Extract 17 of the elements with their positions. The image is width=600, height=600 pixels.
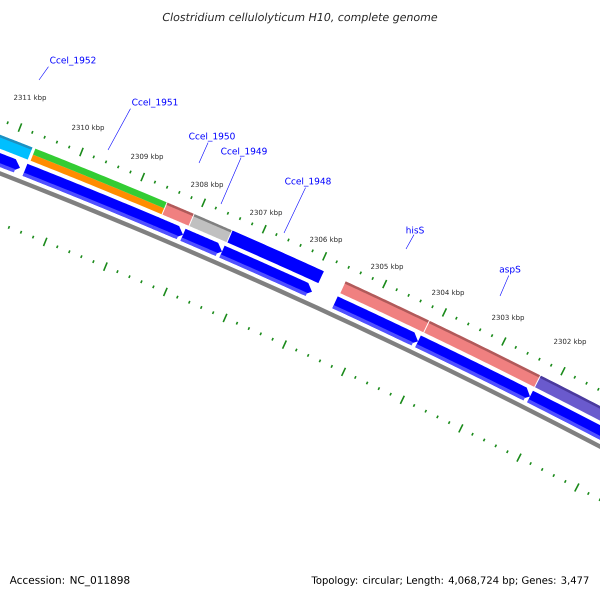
gene-label: aspS: [500, 266, 520, 274]
gene-label: Ccel_1950: [189, 132, 235, 142]
leader-line: [500, 275, 510, 296]
gene-label: Ccel_1949: [221, 148, 267, 156]
gene-label: hisS: [406, 226, 424, 234]
leader-line: [198, 142, 208, 164]
title: Clostridium cellulolyticum H10, complete genome: [162, 12, 438, 24]
gene-label: Ccel_1952: [50, 56, 96, 66]
accession-label: Accession: NC_011898: [10, 576, 130, 586]
gene-label: Ccel_1951: [132, 98, 178, 108]
genome-stats-label: Topology: circular; Length: 4,068,724 bp; Genes: 3,477: [311, 576, 588, 586]
gene-label: Ccel_1948: [285, 178, 331, 186]
leader-line: [108, 108, 131, 150]
leader-line: [38, 66, 49, 80]
leader-line: [284, 187, 306, 234]
leader-line: [220, 157, 242, 204]
leader-line: [406, 234, 414, 250]
